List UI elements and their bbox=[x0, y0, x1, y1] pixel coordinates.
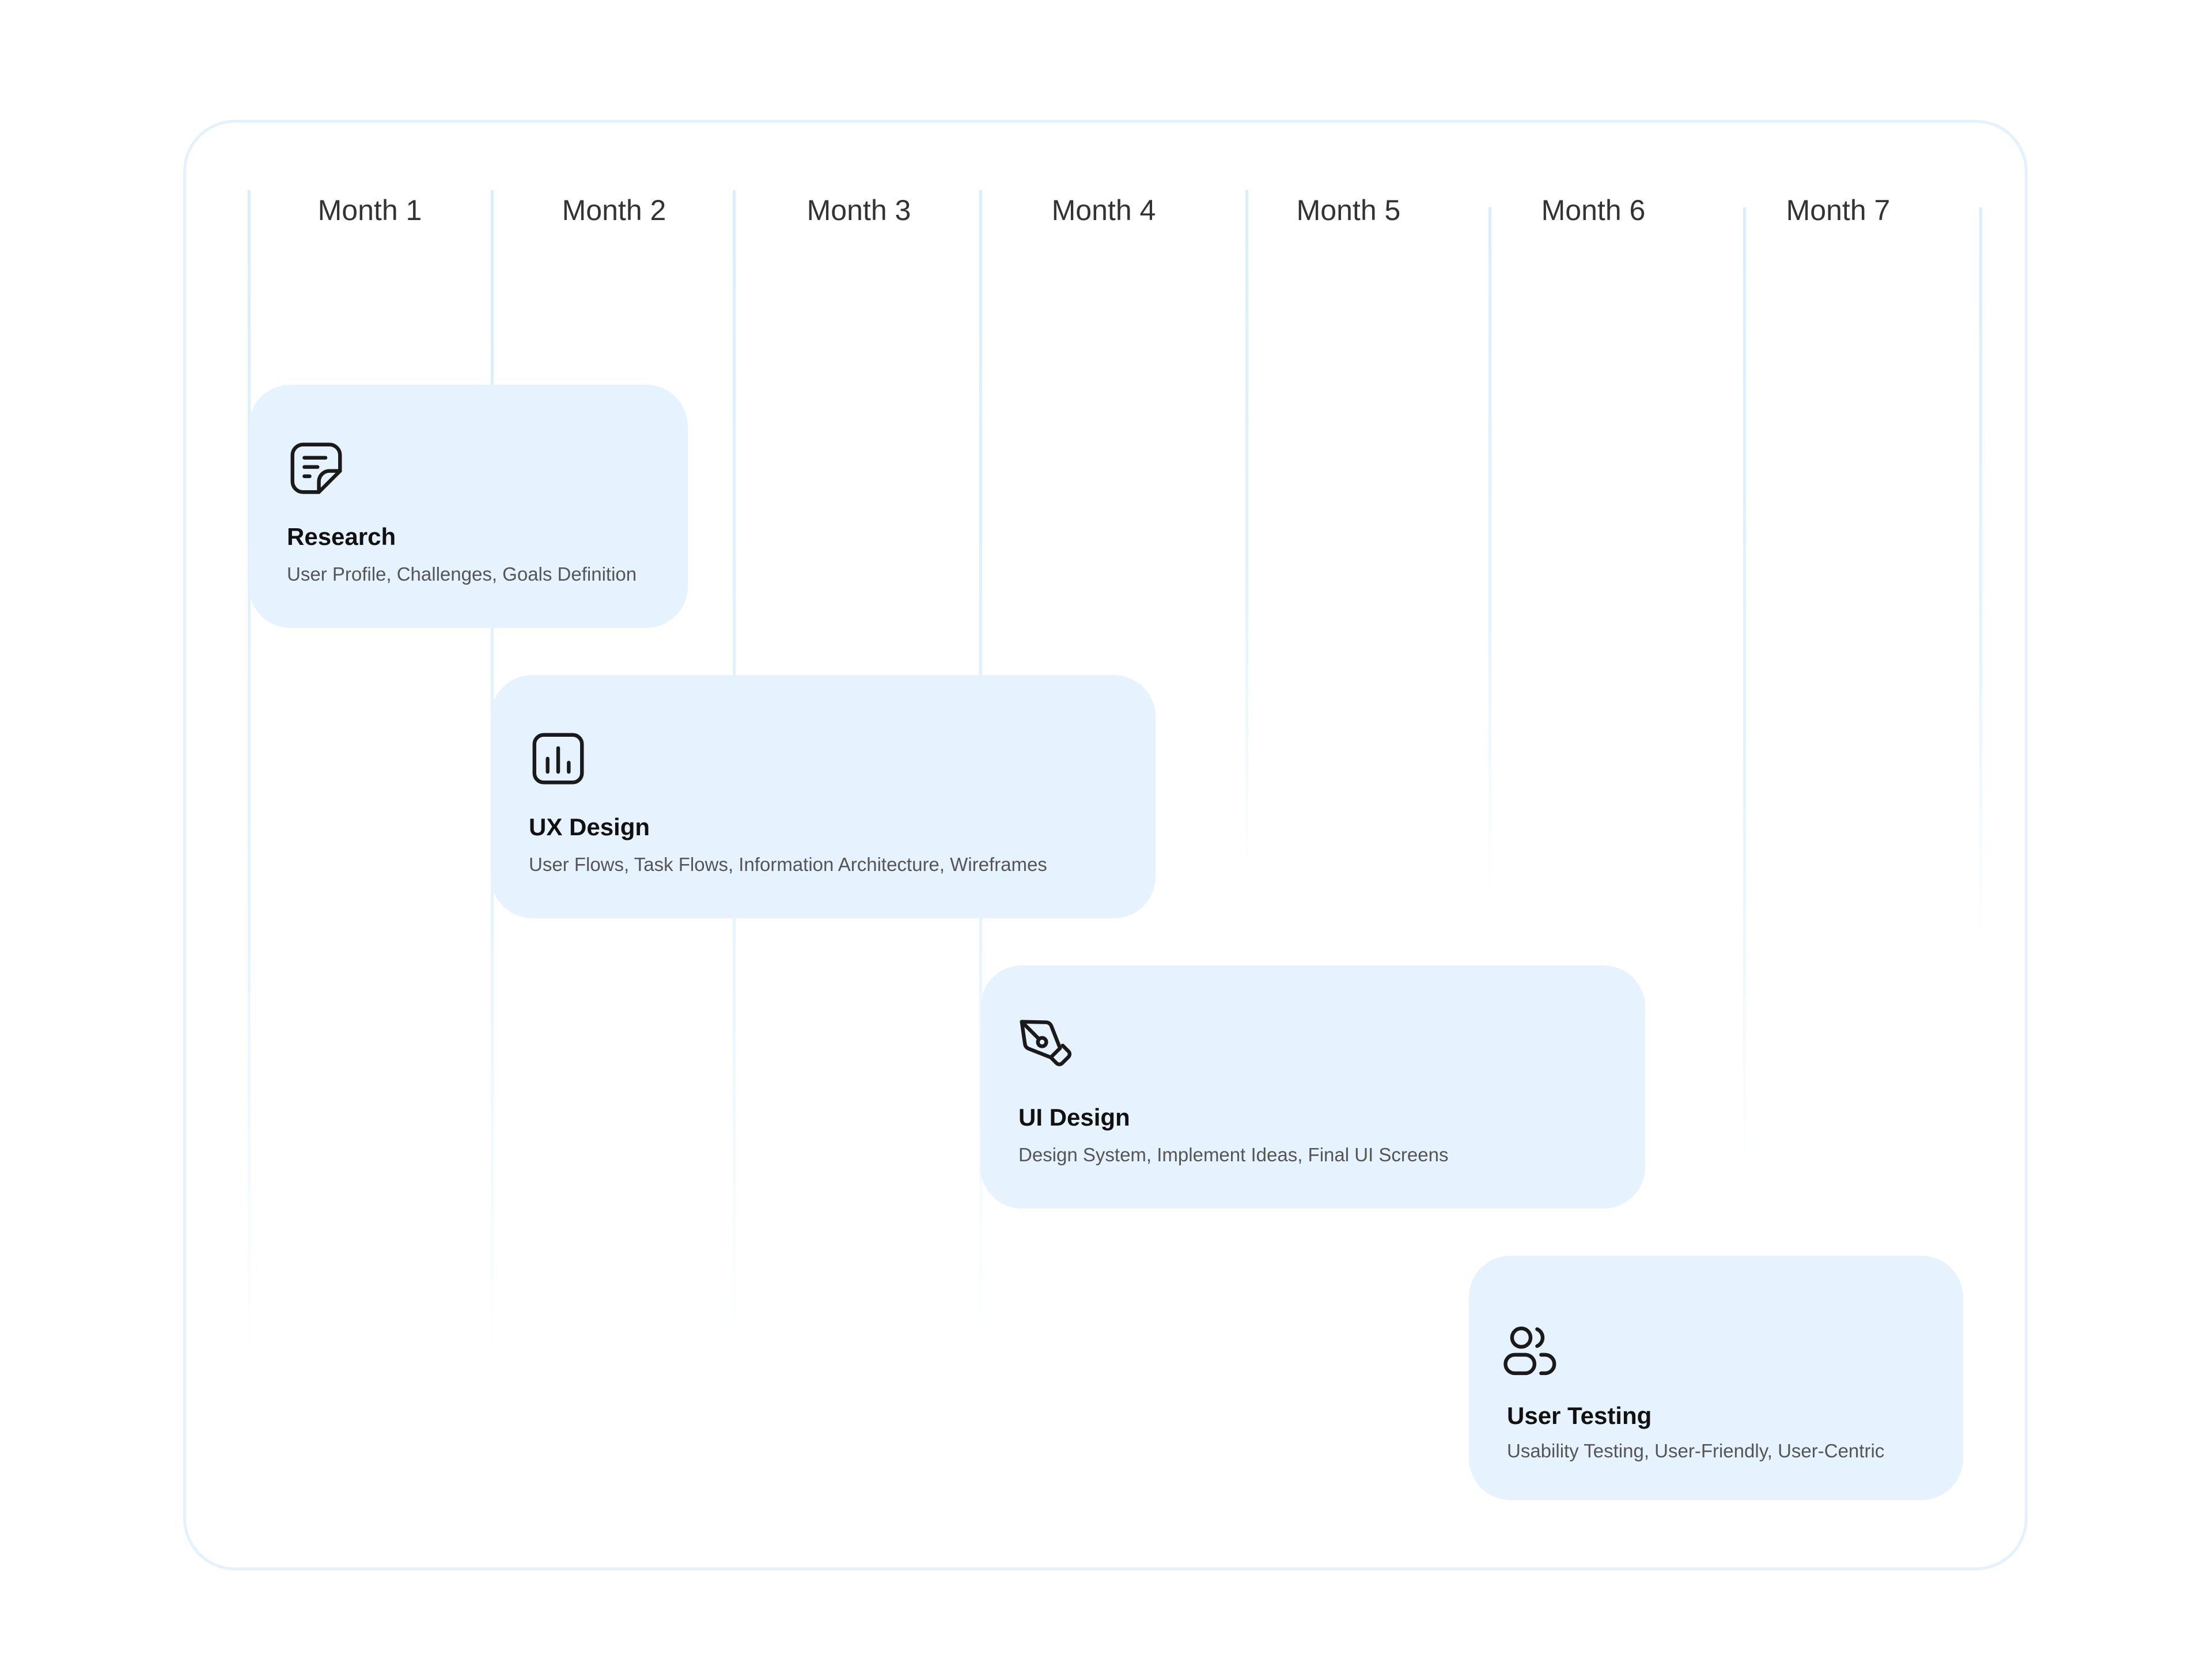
phase-description: User Flows, Task Flows, Information Arch… bbox=[529, 854, 1047, 875]
month-divider-line bbox=[1488, 207, 1491, 899]
month-divider-line bbox=[1979, 207, 1982, 956]
month-label-3: Month 3 bbox=[806, 194, 911, 226]
bar-chart-square-icon bbox=[527, 727, 590, 790]
phase-card-ui-design[interactable]: UI Design Design System, Implement Ideas… bbox=[980, 965, 1645, 1209]
pen-tool-icon bbox=[1014, 1014, 1077, 1077]
month-divider-line bbox=[248, 190, 251, 1359]
phase-title: User Testing bbox=[1507, 1402, 1652, 1429]
phase-card-ux-design[interactable]: UX Design User Flows, Task Flows, Inform… bbox=[491, 675, 1156, 918]
phase-title: Research bbox=[287, 523, 396, 550]
phase-card-research[interactable]: Research User Profile, Challenges, Goals… bbox=[249, 385, 688, 628]
phase-description: Design System, Implement Ideas, Final UI… bbox=[1018, 1144, 1449, 1165]
phase-description: User Profile, Challenges, Goals Definiti… bbox=[287, 563, 637, 585]
sticky-note-icon bbox=[285, 437, 348, 500]
month-label-6: Month 6 bbox=[1541, 194, 1646, 226]
month-divider-line bbox=[1743, 207, 1746, 1187]
month-label-5: Month 5 bbox=[1296, 194, 1401, 226]
phase-description: Usability Testing, User-Friendly, User-C… bbox=[1507, 1440, 1885, 1461]
phase-title: UI Design bbox=[1018, 1104, 1130, 1131]
month-label-7: Month 7 bbox=[1786, 194, 1891, 226]
month-label-2: Month 2 bbox=[562, 194, 666, 226]
users-icon bbox=[1499, 1319, 1562, 1382]
month-divider-line bbox=[1245, 190, 1248, 881]
month-label-4: Month 4 bbox=[1051, 194, 1156, 226]
phase-title: UX Design bbox=[529, 813, 650, 840]
phase-card-user-testing[interactable]: User Testing Usability Testing, User-Fri… bbox=[1469, 1256, 1963, 1500]
month-label-1: Month 1 bbox=[317, 194, 422, 226]
